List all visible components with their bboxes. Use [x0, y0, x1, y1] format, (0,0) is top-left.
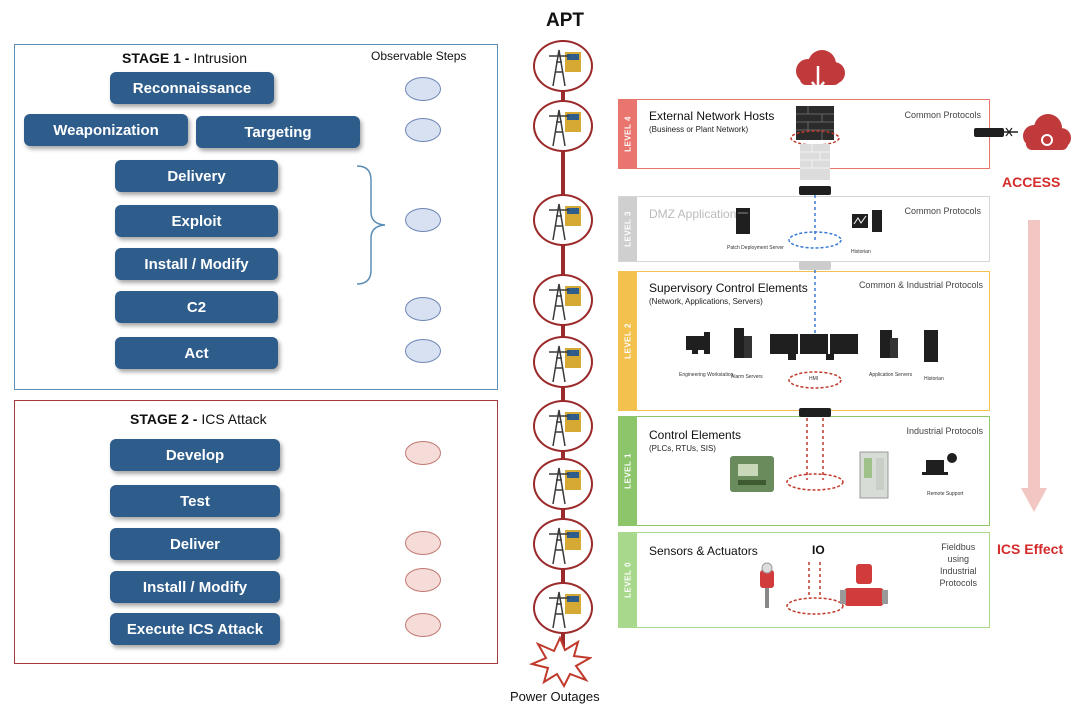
level1-protocols: Industrial Protocols — [906, 426, 983, 436]
cloud-gear-icon — [1023, 114, 1071, 150]
level0-tab: LEVEL 0 — [619, 533, 637, 627]
transmission-tower-icon — [533, 336, 593, 388]
l3-historian-label: Historian — [851, 249, 871, 255]
transmission-tower-icon — [533, 194, 593, 246]
control-cabinet-icon — [859, 451, 889, 499]
stage2-title-text: STAGE 2 - — [130, 411, 198, 427]
transmission-tower-icon — [533, 400, 593, 452]
l0-link-ellipse — [786, 597, 844, 615]
observable-oval — [405, 297, 441, 321]
l2-alarm-label: Alarm Servers — [731, 374, 763, 380]
firewall-icon — [790, 106, 840, 146]
transmission-tower-icon — [533, 40, 593, 92]
level1-subtitle: (PLCs, RTUs, SIS) — [649, 444, 716, 453]
step-deliver[interactable]: Deliver — [110, 528, 280, 560]
switch-faded-icon — [799, 261, 831, 270]
l2-hmi-label: HMI — [809, 376, 819, 382]
ics-effect-arrow — [1021, 220, 1047, 512]
plc-icon — [730, 456, 774, 492]
l2-app-label: Application Servers — [869, 372, 913, 378]
level0-title: Sensors & Actuators — [649, 544, 758, 558]
step-install-modify-2[interactable]: Install / Modify — [110, 571, 280, 603]
stage2-subtitle: ICS Attack — [201, 411, 267, 427]
step-install-modify[interactable]: Install / Modify — [115, 248, 278, 280]
network-graphics — [686, 50, 1071, 615]
level4-subtitle: (Business or Plant Network) — [649, 125, 749, 134]
level1-title: Control Elements — [649, 428, 742, 442]
stage1-subtitle: Intrusion — [193, 50, 248, 66]
stage1-title-text: STAGE 1 - — [122, 50, 190, 66]
level4-tab: LEVEL 4 — [619, 100, 637, 168]
observable-oval — [405, 441, 441, 465]
step-targeting[interactable]: Targeting — [196, 116, 360, 148]
stage2-title: STAGE 2 - ICS Attack — [130, 411, 267, 427]
bracket-icon — [356, 165, 386, 285]
level3-tab: LEVEL 3 — [619, 197, 637, 261]
step-reconnaissance[interactable]: Reconnaissance — [110, 72, 274, 104]
application-server-icon — [880, 330, 898, 358]
hmi-icon — [770, 334, 858, 389]
observable-oval — [405, 568, 441, 592]
stage1-title: STAGE 1 - Intrusion — [122, 50, 247, 66]
observable-oval — [405, 208, 441, 232]
power-outages-label: Power Outages — [510, 689, 600, 704]
observable-oval — [405, 613, 441, 637]
historian-server-icon — [924, 330, 938, 362]
actuator-valve-icon — [840, 564, 888, 606]
historian-icon — [852, 210, 882, 232]
stage1-panel — [14, 44, 498, 390]
level3-protocols: Common Protocols — [904, 206, 981, 216]
level3-title: DMZ Application — [649, 207, 737, 221]
transmission-tower-icon — [533, 582, 593, 634]
level4-title: External Network Hosts — [649, 109, 775, 123]
patch-server-icon — [736, 208, 750, 234]
level2-tab: LEVEL 2 — [619, 272, 637, 410]
l3-link-ellipse — [788, 231, 842, 249]
step-weaponization[interactable]: Weaponization — [24, 114, 188, 146]
step-exploit[interactable]: Exploit — [115, 205, 278, 237]
alarm-server-icon — [734, 328, 752, 358]
sensor-icon — [760, 562, 774, 608]
observable-oval — [405, 339, 441, 363]
switch-l1-icon — [799, 408, 831, 417]
step-act[interactable]: Act — [115, 337, 278, 369]
level2-title: Supervisory Control Elements — [649, 281, 808, 295]
firewall-faded-icon — [800, 144, 830, 180]
step-delivery[interactable]: Delivery — [115, 160, 278, 192]
level2-protocols: Common & Industrial Protocols — [858, 280, 983, 290]
observable-oval — [405, 531, 441, 555]
explosion-icon — [528, 636, 592, 688]
observable-oval — [405, 77, 441, 101]
cloud-download-icon — [796, 50, 845, 93]
transmission-tower-icon — [533, 274, 593, 326]
l1-link-ellipse — [786, 473, 844, 491]
step-c2[interactable]: C2 — [115, 291, 278, 323]
engineering-workstation-icon — [686, 332, 710, 354]
observable-steps-label: Observable Steps — [371, 49, 467, 63]
step-execute-ics-attack[interactable]: Execute ICS Attack — [110, 613, 280, 645]
remote-support-icon — [922, 453, 957, 475]
stage2-panel — [14, 400, 498, 664]
level4-protocols: Common Protocols — [904, 110, 981, 120]
level0-protocols: Fieldbus using Industrial Protocols — [939, 542, 977, 588]
l2-hist-label: Historian — [924, 376, 944, 382]
switch-icon — [799, 186, 831, 195]
step-test[interactable]: Test — [110, 485, 280, 517]
level1-tab: LEVEL 1 — [619, 417, 637, 525]
l3-server-label: Patch Deployment Server — [727, 245, 784, 251]
io-label: IO — [812, 543, 825, 557]
observable-oval — [405, 118, 441, 142]
apt-title: APT — [546, 10, 584, 31]
transmission-tower-icon — [533, 100, 593, 152]
l1-remote-label: Remote Support — [927, 491, 964, 497]
l2-eng-label: Engineering Workstation — [679, 372, 734, 378]
external-switch-icon — [974, 127, 1018, 137]
ics-effect-label: ICS Effect — [997, 541, 1064, 557]
step-develop[interactable]: Develop — [110, 439, 280, 471]
transmission-tower-icon — [533, 458, 593, 510]
level2-subtitle: (Network, Applications, Servers) — [649, 297, 763, 306]
level0-panel: LEVEL 0 Sensors & Actuators Fieldbus usi… — [618, 532, 990, 628]
access-label: ACCESS — [1002, 174, 1061, 190]
transmission-tower-icon — [533, 518, 593, 570]
